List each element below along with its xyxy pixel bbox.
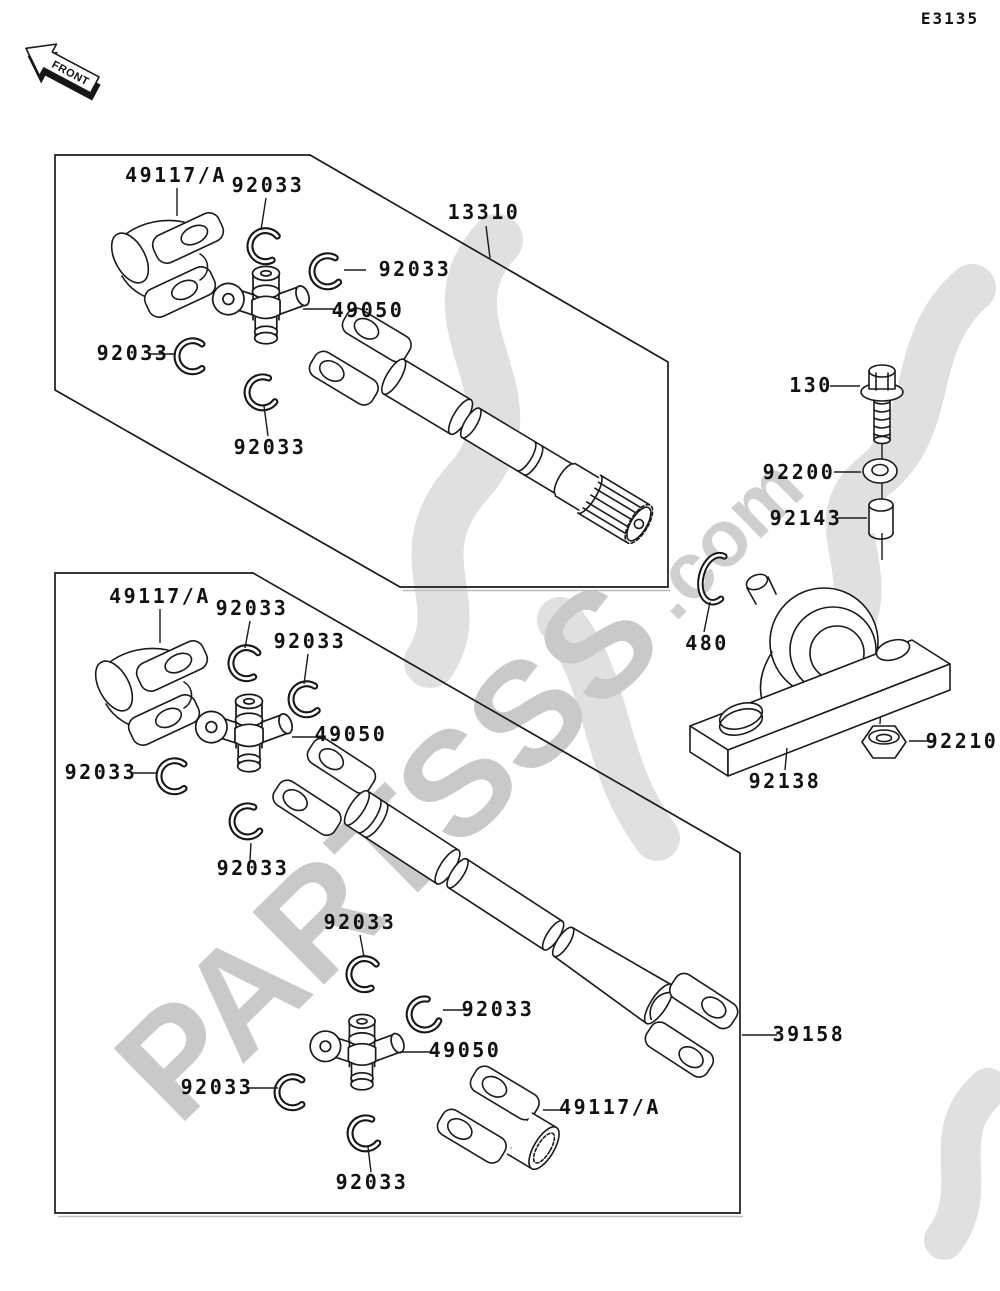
part-label-collar: 92143 xyxy=(770,506,843,530)
part-label-bottom-assembly: 39158 xyxy=(773,1022,846,1046)
leader-shaft-clip-mid xyxy=(359,934,365,958)
part-label-end-yoke: 49117/A xyxy=(559,1095,661,1119)
part-joint-yoke-end xyxy=(432,1058,560,1174)
leader-lines xyxy=(133,188,933,1173)
part-collar xyxy=(868,498,894,540)
part-label-lower-clip-right: 92033 xyxy=(462,997,535,1021)
watermark-swoosh-1 xyxy=(404,214,523,688)
part-label-mid-clip-upper2: 92033 xyxy=(274,629,347,653)
part-label-mid-yoke: 49117/A xyxy=(109,584,211,608)
part-label-snap-ring: 480 xyxy=(685,631,729,655)
part-label-top-clip-right: 92033 xyxy=(379,257,452,281)
watermark-swoosh-4 xyxy=(924,1068,1000,1260)
part-label-lower-cross: 49050 xyxy=(429,1038,502,1062)
part-washer xyxy=(862,458,898,484)
part-bolt xyxy=(860,364,904,445)
part-label-top-assembly: 13310 xyxy=(448,200,521,224)
leader-housing xyxy=(784,747,788,771)
leader-mid-clip-upper2 xyxy=(303,653,309,685)
leader-mid-clip-upper xyxy=(244,620,251,649)
part-label-mid-cross: 49050 xyxy=(315,722,388,746)
part-label-bolt: 130 xyxy=(789,373,833,397)
part-nut xyxy=(861,725,907,759)
part-bearing-housing xyxy=(689,573,951,777)
part-label-housing: 92138 xyxy=(749,769,822,793)
leader-snap-ring xyxy=(703,601,711,633)
top-assembly-box xyxy=(54,154,669,588)
leader-top-clip-upper xyxy=(260,197,267,231)
part-label-top-yoke: 49117/A xyxy=(125,163,227,187)
part-label-lower-clip-bottom: 92033 xyxy=(336,1170,409,1194)
front-direction-arrow: FRONT xyxy=(25,43,101,101)
part-label-shaft-clip-mid: 92033 xyxy=(324,910,397,934)
part-label-top-clip-left: 92033 xyxy=(97,341,170,365)
part-label-top-clip-upper: 92033 xyxy=(232,173,305,197)
front-arrow-shape xyxy=(25,43,100,94)
bottom-assembly-box xyxy=(54,572,741,1214)
part-propeller-shaft-bottom xyxy=(268,730,748,1082)
part-label-washer: 92200 xyxy=(763,460,836,484)
part-propeller-shaft-top xyxy=(304,300,654,545)
part-label-top-clip-lower: 92033 xyxy=(234,435,307,459)
part-label-top-cross: 49050 xyxy=(332,298,405,322)
part-label-lower-clip-left: 92033 xyxy=(181,1075,254,1099)
leader-lower-clip-bottom xyxy=(367,1146,372,1173)
diagram-code: E3135 xyxy=(921,9,979,28)
part-snap-ring xyxy=(697,551,728,606)
part-label-mid-clip-lower: 92033 xyxy=(217,856,290,880)
part-label-nut: 92210 xyxy=(926,729,999,753)
leader-top-assembly xyxy=(485,225,491,259)
part-label-mid-clip-upper: 92033 xyxy=(216,596,289,620)
watermark-swoosh-2 xyxy=(537,597,680,861)
part-label-mid-clip-left: 92033 xyxy=(65,760,138,784)
leader-mid-clip-lower xyxy=(249,842,252,861)
leader-top-clip-lower xyxy=(263,405,269,437)
